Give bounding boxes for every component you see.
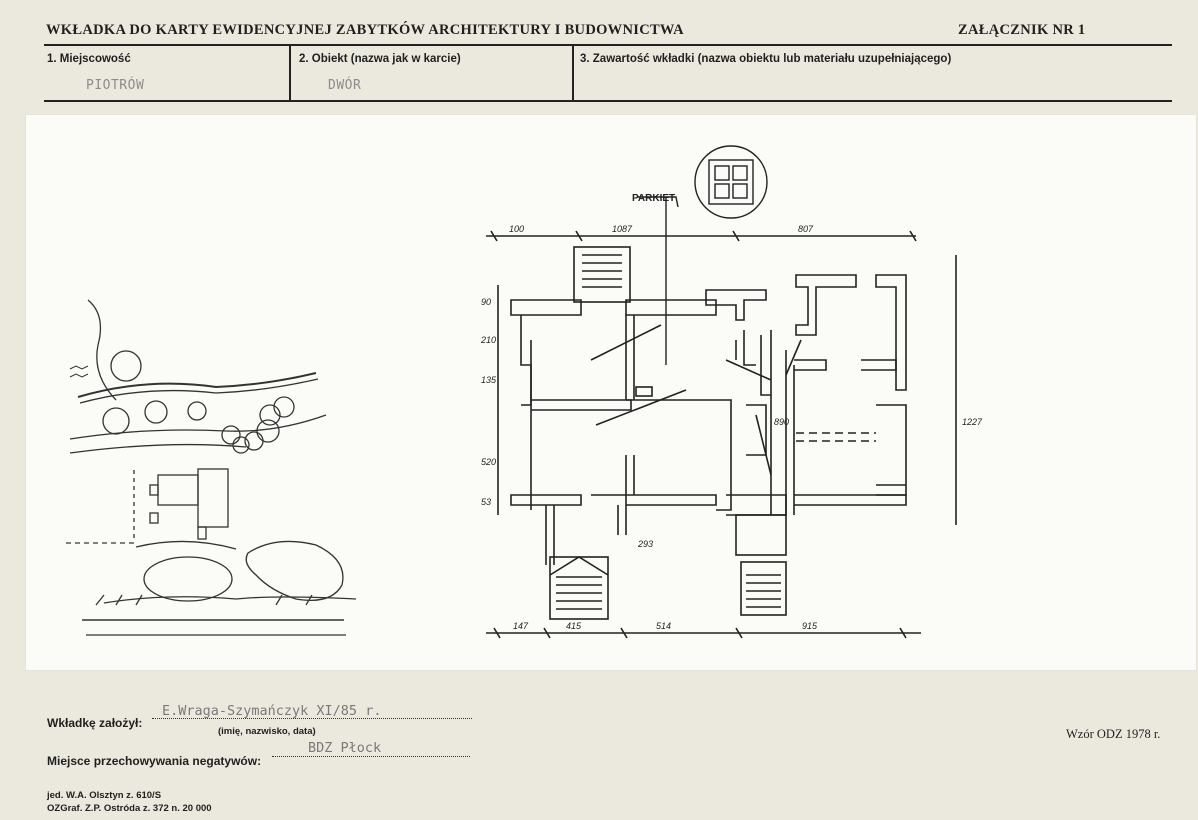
dim-top-1: 100 <box>509 224 524 234</box>
dim-porch: 293 <box>637 539 653 549</box>
annex-number: ZAŁĄCZNIK NR 1 <box>958 22 1086 38</box>
negatives-label: Miejsce przechowywania negatywów: <box>47 754 262 768</box>
dim-bottom-3: 514 <box>656 621 671 631</box>
location-value: PIOTRÓW <box>86 78 145 93</box>
dim-top-2: 1087 <box>612 224 633 234</box>
dim-bottom-1: 147 <box>513 621 529 631</box>
dim-bottom-4: 915 <box>802 621 818 631</box>
plan-photograph: PARKIET <box>26 115 1196 670</box>
dim-bottom-2: 415 <box>566 621 582 631</box>
header-rule-top <box>44 44 1172 46</box>
location-label: 1. Miejscowość <box>47 53 131 65</box>
print-info-line-2: OZGraf. Z.P. Ostróda z. 372 n. 20 000 <box>47 803 212 814</box>
form-pattern: Wzór ODZ 1978 r. <box>1066 727 1161 741</box>
site-and-floor-plan-drawing: PARKIET <box>66 145 983 639</box>
object-label: 2. Obiekt (nazwa jak w karcie) <box>299 53 461 65</box>
dim-inner: 890 <box>774 417 789 427</box>
object-value: DWÓR <box>328 78 362 93</box>
print-info-line-1: jed. W.A. Olsztyn z. 610/S <box>47 790 162 801</box>
dim-left-5: 53 <box>481 497 491 507</box>
founder-value: E.Wraga-Szymańczyk XI/85 r. <box>162 703 382 719</box>
founder-dotted-line <box>152 718 472 719</box>
dim-right: 1227 <box>962 417 983 427</box>
founder-hint: (imię, nazwisko, data) <box>218 726 316 737</box>
dim-left-3: 135 <box>481 375 497 385</box>
site-path-line <box>87 299 117 401</box>
sheet-title: WKŁADKA DO KARTY EWIDENCYJNEJ ZABYTKÓW A… <box>46 22 684 38</box>
dim-left-2: 210 <box>480 335 496 345</box>
negatives-value: BDZ Płock <box>308 740 382 756</box>
dim-left-1: 90 <box>481 297 491 307</box>
header-rule-bottom <box>44 100 1172 102</box>
contents-label: 3. Zawartość wkładki (nazwa obiektu lub … <box>580 53 952 65</box>
field-divider-2 <box>572 46 574 102</box>
parquet-label: PARKIET <box>632 193 675 204</box>
negatives-dotted-line <box>272 756 470 757</box>
field-divider-1 <box>289 46 291 102</box>
founder-label: Wkładkę założył: <box>47 716 143 730</box>
dim-top-3: 807 <box>798 224 814 234</box>
dim-left-4: 520 <box>481 457 496 467</box>
